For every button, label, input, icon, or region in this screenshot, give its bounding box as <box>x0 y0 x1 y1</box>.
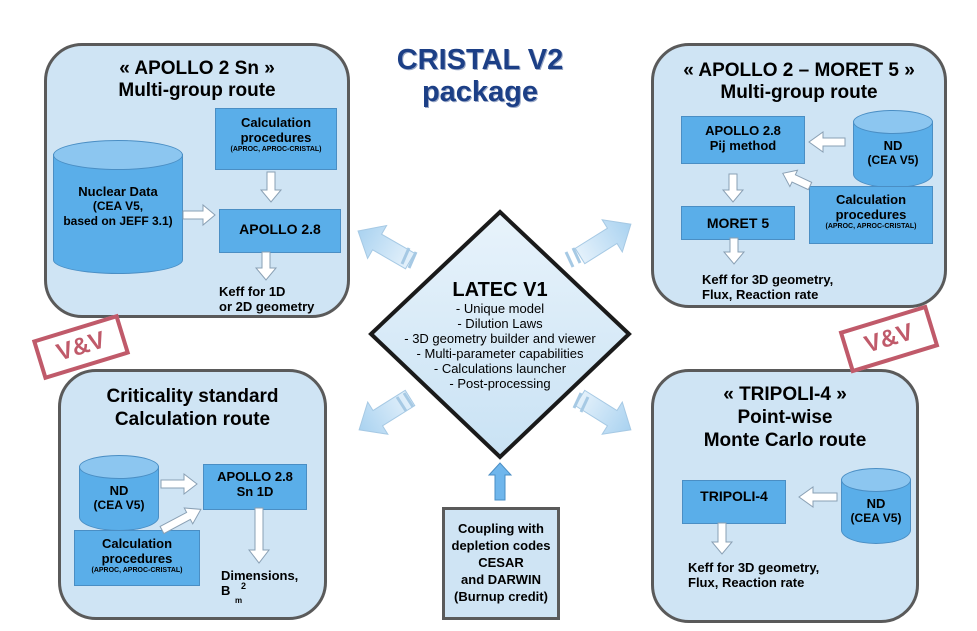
tripoli-output: Keff for 3D geometry, Flux, Reaction rat… <box>688 560 819 590</box>
arrow-nd-to-apollo-pij <box>808 131 846 153</box>
calc-procedures-doc: Calculation procedures (APROC, APROC-CRI… <box>215 108 337 170</box>
panel-title: « APOLLO 2 – MORET 5 » <box>683 60 915 81</box>
title-line-2: package <box>421 76 539 108</box>
latec-item-4: - Multi-parameter capabilities <box>416 346 584 361</box>
arrow-apollo-to-moret <box>721 173 745 203</box>
coupling-line-4: and DARWIN <box>461 572 541 587</box>
page-title: CRISTAL V2 package <box>370 44 590 108</box>
proc-small: (APROC, APROC-CRISTAL) <box>825 223 917 230</box>
proc-small: (APROC, APROC-CRISTAL) <box>230 146 322 153</box>
out-line-1: Dimensions, <box>221 568 299 583</box>
panel-subtitle: Multi-group route <box>118 80 276 101</box>
moret-label: MORET 5 <box>706 215 770 231</box>
latec-item-2: - Dilution Laws <box>457 316 543 331</box>
coupling-doc: Coupling with depletion codes CESAR and … <box>442 507 560 620</box>
nd-line-1: ND <box>883 138 903 153</box>
panel-subtitle: Point-wise <box>737 407 833 428</box>
latec-item-5: - Calculations launcher <box>433 361 567 376</box>
nd-line-2: (CEA V5) <box>93 498 145 512</box>
nd-cylinder: ND (CEA V5) <box>79 455 159 531</box>
out-sup: 2 <box>241 581 247 591</box>
proc-line-1: Calculation <box>240 115 312 130</box>
nd-line-2: (CEA V5, <box>92 199 144 213</box>
apollo-line-2: Sn 1D <box>236 484 274 499</box>
latec-title: LATEC V1 <box>452 279 548 301</box>
arrow-apollo-to-keff <box>254 251 278 281</box>
arrow-moret-to-keff <box>722 237 746 265</box>
coupling-line-1: Coupling with <box>458 521 544 536</box>
apollo-label: APOLLO 2.8 <box>239 221 321 237</box>
arrow-nd-to-tripoli <box>798 486 838 508</box>
apollo-pij-doc: APOLLO 2.8 Pij method <box>681 116 805 164</box>
panel-subtitle: Multi-group route <box>720 82 878 103</box>
nd-line-2: (CEA V5) <box>867 153 919 167</box>
panel-subtitle-2: Monte Carlo route <box>703 430 867 451</box>
out-line-1: Keff for 3D geometry, <box>702 272 834 287</box>
proc-line-1: Calculation <box>101 536 173 551</box>
apollo-doc: APOLLO 2.8 <box>219 209 341 253</box>
proc-line-2: procedures <box>835 207 907 222</box>
moret-doc: MORET 5 <box>681 206 795 240</box>
apollo-line-1: APOLLO 2.8 <box>217 469 293 484</box>
latec-item-3: - 3D geometry builder and viewer <box>404 331 596 346</box>
out-line-1: Keff for 1D <box>219 284 286 299</box>
arrow-proc-to-apollo-sn1d <box>159 507 202 535</box>
coupling-line-5: (Burnup credit) <box>454 589 548 604</box>
arrow-coupling-to-latec <box>487 462 513 501</box>
panel-tripoli4: « TRIPOLI-4 » Point-wise Monte Carlo rou… <box>651 369 919 623</box>
calc-procedures-doc: Calculation procedures (APROC, APROC-CRI… <box>74 530 200 586</box>
panel-subtitle: Calculation route <box>114 409 271 430</box>
arrow-to-sn-panel <box>357 224 416 270</box>
proc-line-2: procedures <box>240 130 312 145</box>
apollo-line-2: Pij method <box>709 138 777 153</box>
tripoli-doc: TRIPOLI-4 <box>682 480 786 524</box>
coupling-line-3: CESAR <box>478 555 524 570</box>
calc-procedures-doc: Calculation procedures (APROC, APROC-CRI… <box>809 186 933 244</box>
panel-apollo2-moret5: « APOLLO 2 – MORET 5 » Multi-group route… <box>651 43 947 308</box>
latec-item-6: - Post-processing <box>449 376 551 391</box>
tripoli-label: TRIPOLI-4 <box>700 488 768 504</box>
nd-line-2: (CEA V5) <box>850 511 902 525</box>
latec-item-1: - Unique model <box>455 301 545 316</box>
latec-content: LATEC V1 - Unique model - Dilution Laws … <box>380 279 620 391</box>
sn-output: Keff for 1D or 2D geometry <box>219 284 314 314</box>
nd-cylinder: ND (CEA V5) <box>853 110 933 188</box>
out-b: B <box>221 583 231 598</box>
title-line-1: CRISTAL V2 <box>396 44 564 76</box>
panel-title: Criticality standard <box>106 386 279 407</box>
out-line-2: Flux, Reaction rate <box>702 287 819 302</box>
out-line-1: Keff for 3D geometry, <box>688 560 820 575</box>
arrow-apollo-to-dimensions <box>247 507 271 564</box>
apollo-line-1: APOLLO 2.8 <box>705 123 781 138</box>
moret-output: Keff for 3D geometry, Flux, Reaction rat… <box>702 272 833 302</box>
coupling-line-2: depletion codes <box>451 538 551 553</box>
arrow-tripoli-to-keff <box>710 522 734 555</box>
arrow-to-std-panel <box>358 389 416 435</box>
nd-line-3: based on JEFF 3.1) <box>63 214 173 228</box>
out-line-2: or 2D geometry <box>219 299 315 314</box>
nd-line-1: Nuclear Data <box>78 184 158 199</box>
panel-apollo2-sn: « APOLLO 2 Sn » Multi-group route Nuclea… <box>44 43 350 318</box>
nd-line-1: ND <box>866 496 886 511</box>
arrow-to-tripoli-panel <box>574 389 632 435</box>
panel-title: « TRIPOLI-4 » <box>723 384 847 405</box>
arrow-nd-to-apollo-sn1d <box>160 472 198 496</box>
proc-line-1: Calculation <box>835 192 907 207</box>
panel-criticality-standard: Criticality standard Calculation route N… <box>58 369 327 620</box>
nuclear-data-cylinder: Nuclear Data (CEA V5, based on JEFF 3.1) <box>53 140 183 274</box>
arrow-proc-to-apollo <box>259 171 283 203</box>
proc-small: (APROC, APROC-CRISTAL) <box>91 567 183 574</box>
panel-title: « APOLLO 2 Sn » <box>119 58 275 79</box>
nd-cylinder: ND (CEA V5) <box>841 468 911 544</box>
out-line-2: Flux, Reaction rate <box>688 575 805 590</box>
proc-line-2: procedures <box>101 551 173 566</box>
arrow-proc-to-apollo-pij <box>782 169 813 191</box>
nd-line-1: ND <box>109 483 129 498</box>
out-sub: m <box>235 596 243 605</box>
arrow-nd-to-apollo <box>182 203 216 227</box>
